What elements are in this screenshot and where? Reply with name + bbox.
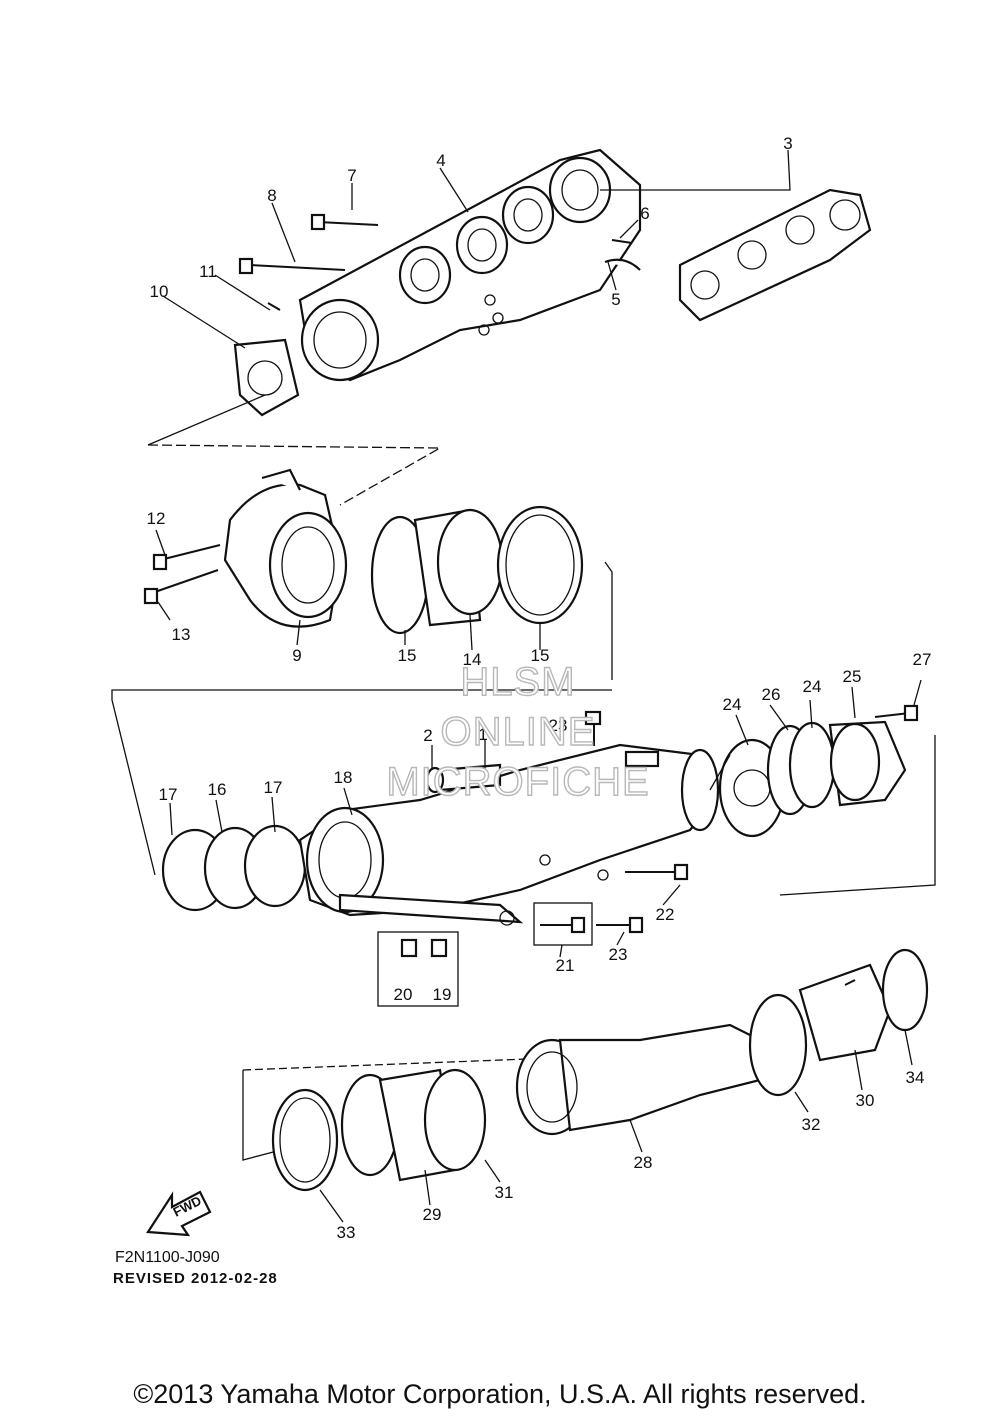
part-number-label: 32 [802, 1115, 821, 1134]
part-number-label: 18 [334, 768, 353, 787]
part-number-label: 4 [436, 151, 445, 170]
part-number-label: 27 [913, 650, 932, 669]
part-number-label: 6 [640, 204, 649, 223]
watermark-line: HLSM [460, 660, 575, 704]
part-number-label: 2 [423, 726, 432, 745]
part-number-label: 7 [347, 166, 356, 185]
part-number-label: 31 [495, 1183, 514, 1202]
part-number-label: 25 [843, 667, 862, 686]
part-number-label: 30 [856, 1091, 875, 1110]
forward-arrow-icon: FWD [146, 1190, 212, 1237]
part-number-label: 34 [906, 1068, 925, 1087]
part-number-label: 23 [609, 945, 628, 964]
part-number-label: 15 [531, 646, 550, 665]
part-number-label: 20 [394, 985, 413, 1004]
part-number-label: 9 [292, 646, 301, 665]
watermark-line: ONLINE [441, 710, 596, 754]
revision-date: REVISED 2012-02-28 [113, 1270, 278, 1287]
part-number-label: 33 [337, 1223, 356, 1242]
part-number-label: 16 [208, 780, 227, 799]
exhaust-pipe-group [242, 948, 929, 1223]
part-number-label: 1 [478, 725, 487, 744]
part-number-label: 28 [634, 1153, 653, 1172]
part-number-label: 11 [199, 262, 217, 281]
part-number-label: 3 [783, 134, 792, 153]
part-number-label: 24 [723, 695, 742, 714]
part-number-label: 24 [803, 677, 822, 696]
group-frame-c [111, 689, 612, 876]
part-number-label: 8 [267, 186, 276, 205]
part-number-label: 5 [611, 290, 620, 309]
part-number-label: 26 [762, 685, 781, 704]
part-number-label: 17 [264, 778, 283, 797]
part-number-label: 17 [159, 785, 178, 804]
figure-code: F2N1100-J090 [115, 1249, 220, 1266]
part-number-label: 29 [423, 1205, 442, 1224]
part-number-label: 12 [147, 509, 166, 528]
part-number-label: 15 [398, 646, 417, 665]
watermark: HLSM ONLINE MICROFICHE [386, 659, 650, 804]
part-number-label: 13 [172, 625, 191, 644]
part-number-label: 14 [463, 650, 482, 669]
exhaust-chamber-group [161, 679, 922, 1007]
part-number-label: 19 [433, 985, 452, 1004]
exhaust-elbow-group [143, 468, 613, 680]
exhaust-manifold-group [147, 148, 872, 506]
part-number-label: 23 [549, 716, 568, 735]
part-number-label: 22 [656, 905, 675, 924]
watermark-line: MICROFICHE [386, 760, 649, 804]
copyright-notice: ©2013 Yamaha Motor Corporation, U.S.A. A… [133, 1379, 866, 1409]
part-number-labels: 1 2 3 4 5 6 7 8 9 10 11 12 13 14 15 15 1… [147, 134, 932, 1242]
group-frame-d [779, 735, 936, 896]
part-number-label: 10 [150, 282, 169, 301]
part-number-label: 21 [556, 956, 575, 975]
